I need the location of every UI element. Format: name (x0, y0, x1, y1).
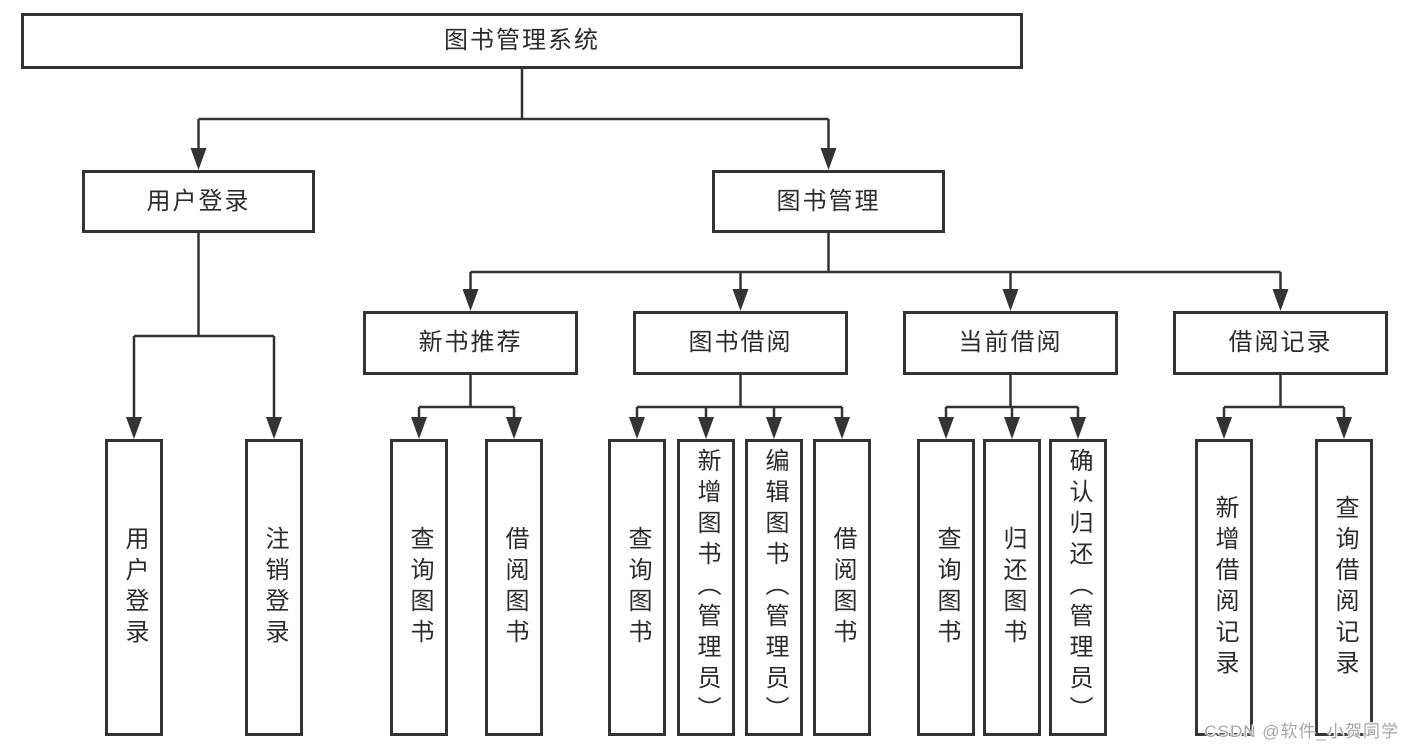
node-book-mgmt: 图书管理 (712, 170, 945, 233)
node-root-label: 图书管理系统 (444, 27, 600, 54)
leaf-confirm-return: 确认归还（管理员） (1049, 439, 1107, 736)
node-book-mgmt-label: 图书管理 (776, 187, 881, 215)
leaf-borrow-book-rec-label: 借阅图书 (501, 525, 528, 650)
node-current-borrow-label: 当前借阅 (958, 329, 1063, 356)
node-book-borrow-label: 图书借阅 (688, 329, 793, 356)
node-new-book-rec-label: 新书推荐 (418, 329, 523, 356)
connector-userlogin-to-leaves (132, 233, 276, 418)
connector-borrowrecord-to-leaves (1222, 375, 1346, 418)
leaf-query-book-rec-label: 查询图书 (406, 525, 433, 650)
node-borrow-record-label: 借阅记录 (1228, 329, 1333, 356)
leaf-user-login: 用户登录 (105, 439, 163, 736)
leaf-add-book: 新增图书（管理员） (677, 439, 735, 736)
connector-newbookrec-to-leaves (417, 375, 516, 418)
leaf-edit-book-label: 编辑图书（管理员） (761, 448, 788, 727)
leaf-borrow-book-borrow-label: 借阅图书 (829, 525, 856, 650)
leaf-query-borrow-record: 查询借阅记录 (1315, 439, 1373, 736)
node-user-login: 用户登录 (82, 170, 315, 233)
leaf-return-book: 归还图书 (983, 439, 1041, 736)
arrowheads (126, 148, 1352, 439)
leaf-borrow-book-borrow: 借阅图书 (813, 439, 871, 736)
leaf-query-book-borrow: 查询图书 (608, 439, 666, 736)
csdn-watermark: CSDN @软件_小贺同学 (1204, 722, 1399, 741)
connector-currentborrow-to-leaves (944, 375, 1080, 418)
leaf-borrow-book-rec: 借阅图书 (485, 439, 543, 736)
node-borrow-record: 借阅记录 (1173, 311, 1388, 375)
leaf-query-borrow-record-label: 查询借阅记录 (1331, 494, 1358, 681)
leaf-logout: 注销登录 (245, 439, 303, 736)
leaf-query-book-current: 查询图书 (917, 439, 975, 736)
leaf-user-login-label: 用户登录 (121, 525, 148, 650)
connector-bookmgmt-to-level3 (469, 233, 1282, 290)
connector-bookborrow-to-leaves (635, 375, 844, 418)
node-book-borrow: 图书借阅 (633, 311, 848, 375)
leaf-edit-book: 编辑图书（管理员） (745, 439, 803, 736)
leaf-add-borrow-record-label: 新增借阅记录 (1211, 494, 1238, 681)
leaf-add-book-label: 新增图书（管理员） (693, 448, 720, 727)
node-new-book-rec: 新书推荐 (363, 311, 578, 375)
leaf-add-borrow-record: 新增借阅记录 (1195, 439, 1253, 736)
node-user-login-label: 用户登录 (146, 187, 251, 215)
leaf-confirm-return-label: 确认归还（管理员） (1065, 448, 1092, 727)
leaf-return-book-label: 归还图书 (999, 525, 1026, 650)
leaf-query-book-borrow-label: 查询图书 (624, 525, 651, 650)
leaf-query-book-rec: 查询图书 (390, 439, 448, 736)
leaf-query-book-current-label: 查询图书 (933, 525, 960, 650)
node-current-borrow: 当前借阅 (903, 311, 1118, 375)
leaf-logout-label: 注销登录 (261, 525, 288, 650)
node-root: 图书管理系统 (21, 13, 1023, 69)
connector-root-to-level2 (197, 68, 830, 149)
